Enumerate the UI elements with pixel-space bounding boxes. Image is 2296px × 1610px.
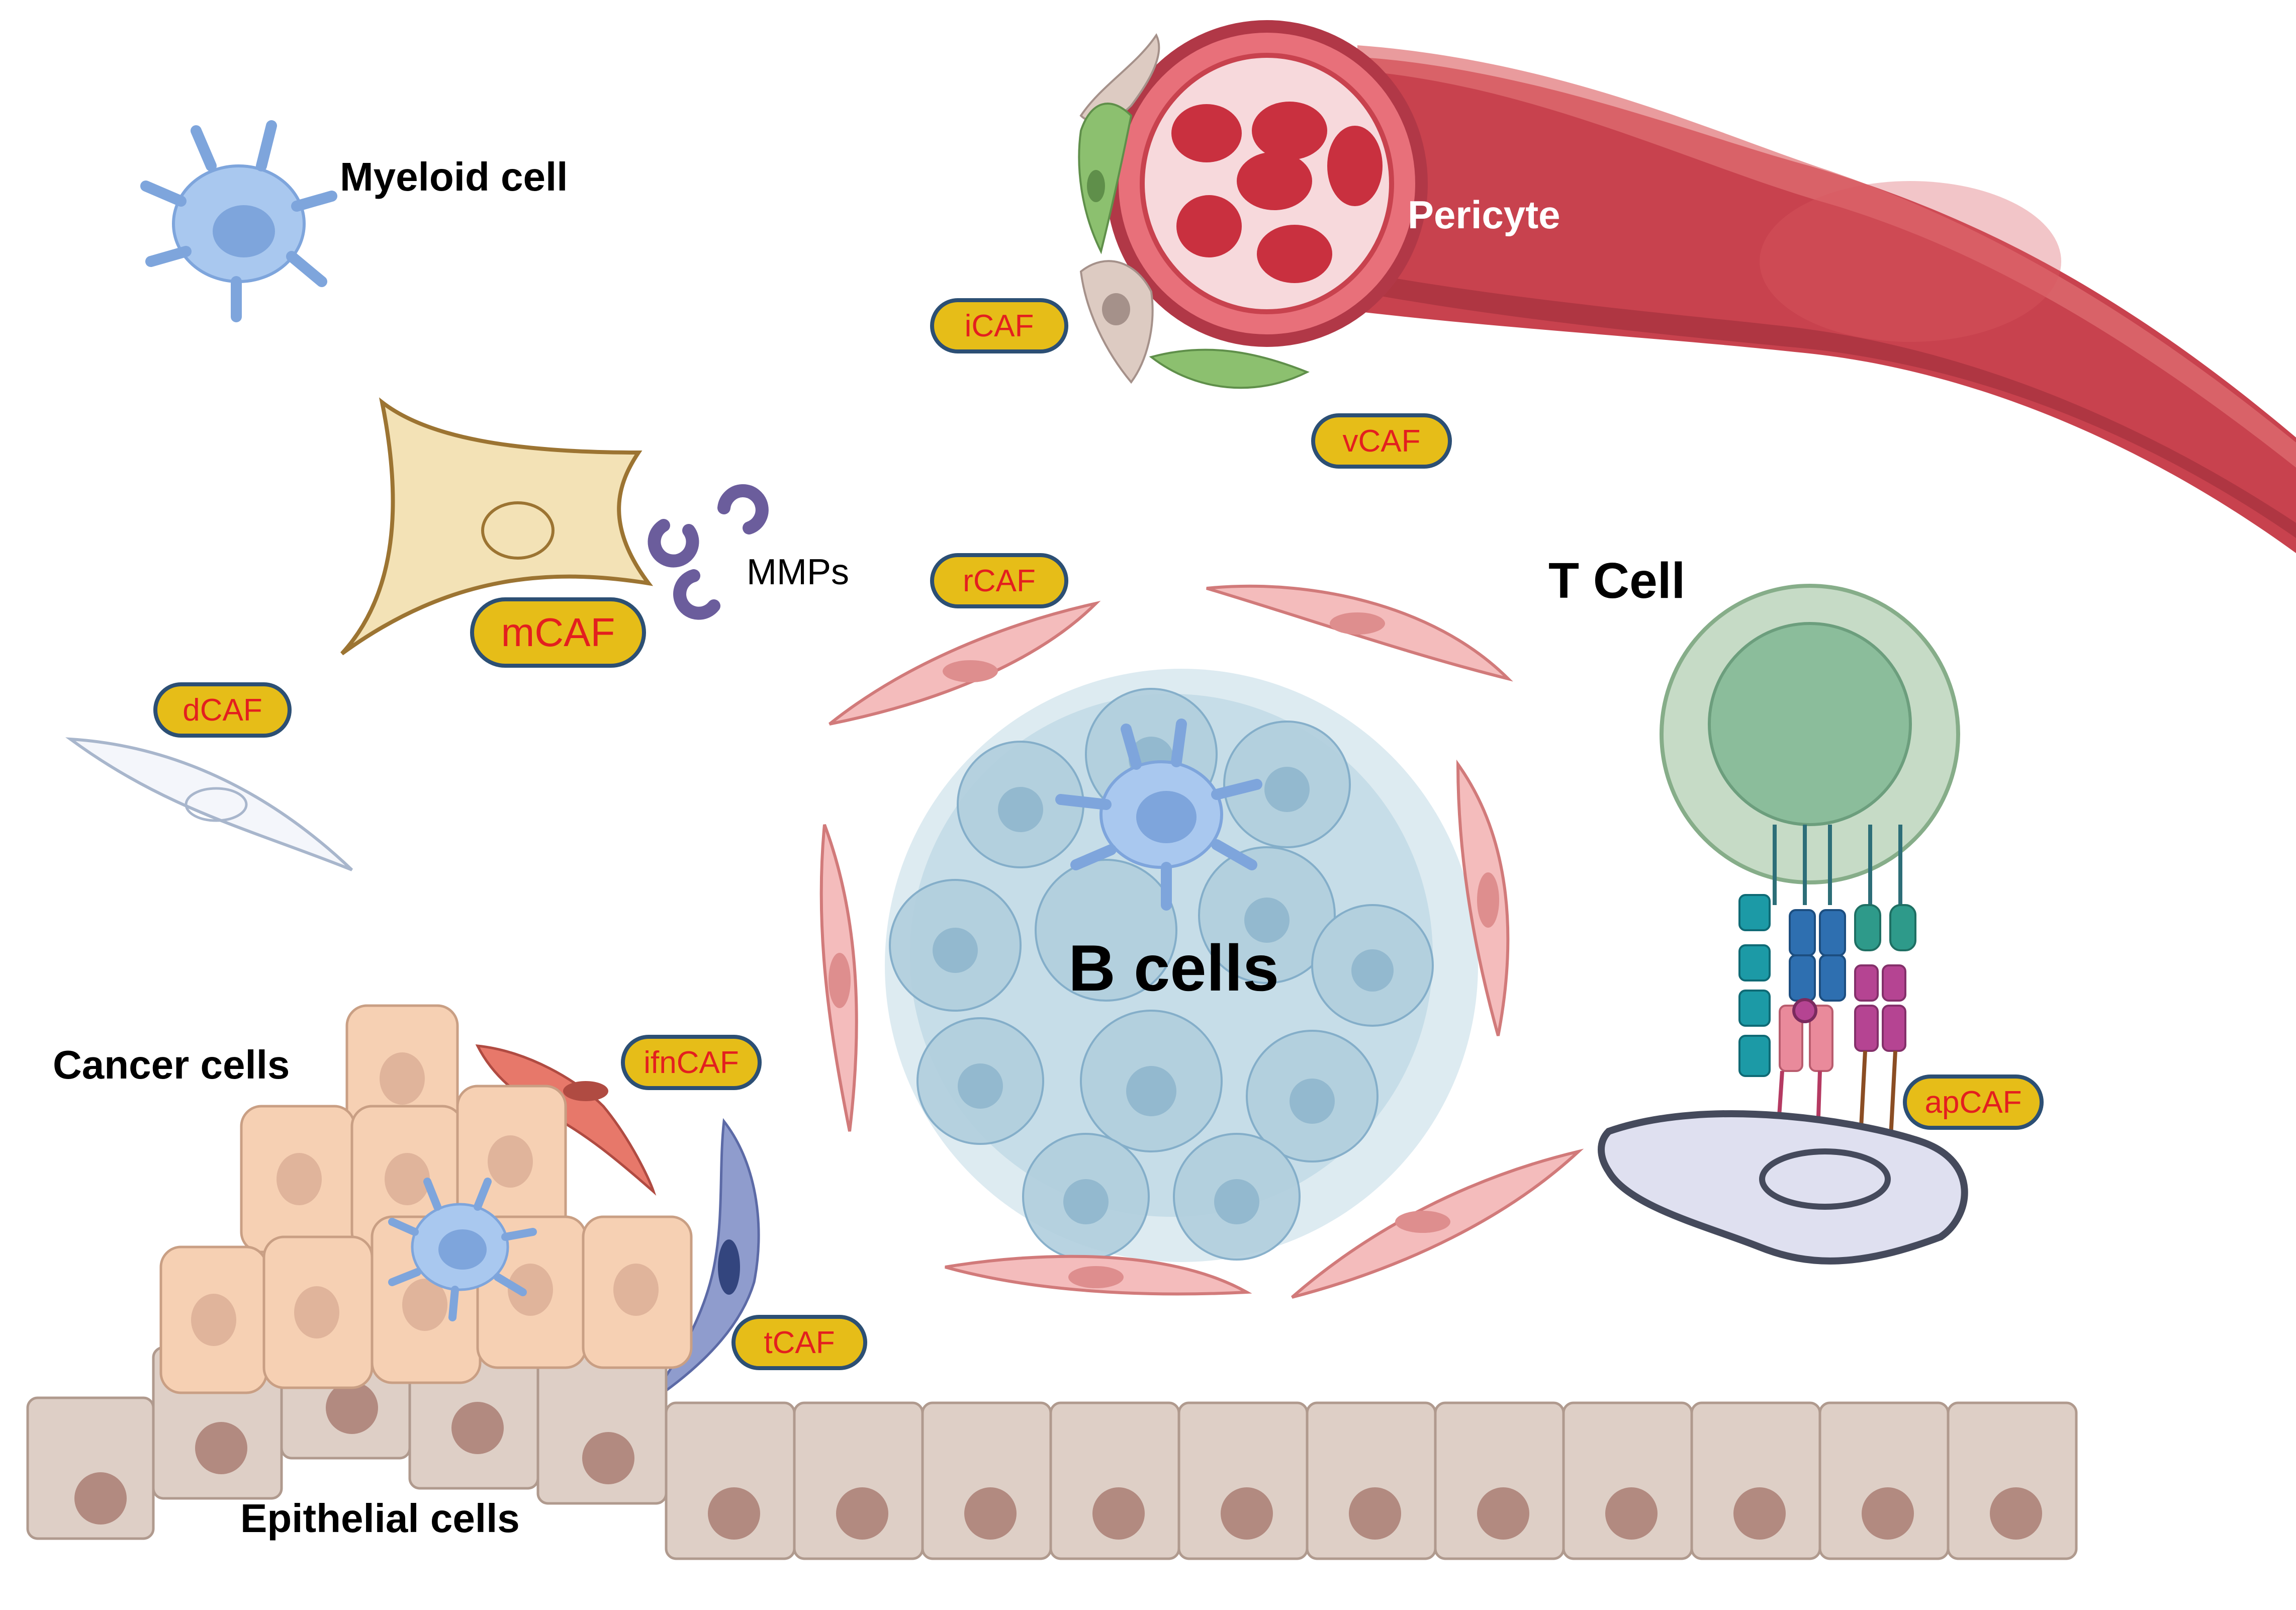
apcaf-cell bbox=[1598, 1110, 1968, 1265]
mcaf-fibroblast bbox=[340, 397, 654, 656]
myeloid-cell-small bbox=[388, 1178, 537, 1321]
vcaf-tag: vCAF bbox=[1311, 413, 1452, 469]
t-cell bbox=[1660, 584, 1960, 884]
b-cells-label: B cells bbox=[1068, 931, 1279, 1005]
dcaf-fibroblast bbox=[65, 737, 353, 871]
icaf-tag: iCAF bbox=[930, 298, 1068, 353]
rcaf-tag: rCAF bbox=[930, 553, 1068, 608]
vcaf-cell-left bbox=[1078, 103, 1133, 254]
receptor-complexes bbox=[1738, 825, 1916, 1147]
ifncaf-tag: ifnCAF bbox=[621, 1035, 762, 1090]
epithelial-cells-label: Epithelial cells bbox=[240, 1496, 520, 1541]
mmps-molecules bbox=[648, 484, 769, 620]
pericyte-label: Pericyte bbox=[1408, 193, 1560, 237]
blood-vessel bbox=[1106, 20, 2296, 553]
myeloid-cell-label: Myeloid cell bbox=[340, 154, 568, 199]
mcaf-tag: mCAF bbox=[470, 597, 646, 668]
tcaf-tag: tCAF bbox=[731, 1315, 867, 1370]
mmps-label: MMPs bbox=[747, 552, 849, 592]
cancer-cells-label: Cancer cells bbox=[53, 1042, 290, 1087]
vcaf-cell-bottom bbox=[1149, 348, 1310, 389]
t-cell-label: T Cell bbox=[1548, 553, 1686, 609]
b-cell-cluster bbox=[885, 669, 1478, 1262]
apcaf-tag: apCAF bbox=[1903, 1075, 2044, 1130]
myeloid-cell bbox=[140, 120, 337, 322]
dcaf-tag: dCAF bbox=[153, 682, 292, 738]
